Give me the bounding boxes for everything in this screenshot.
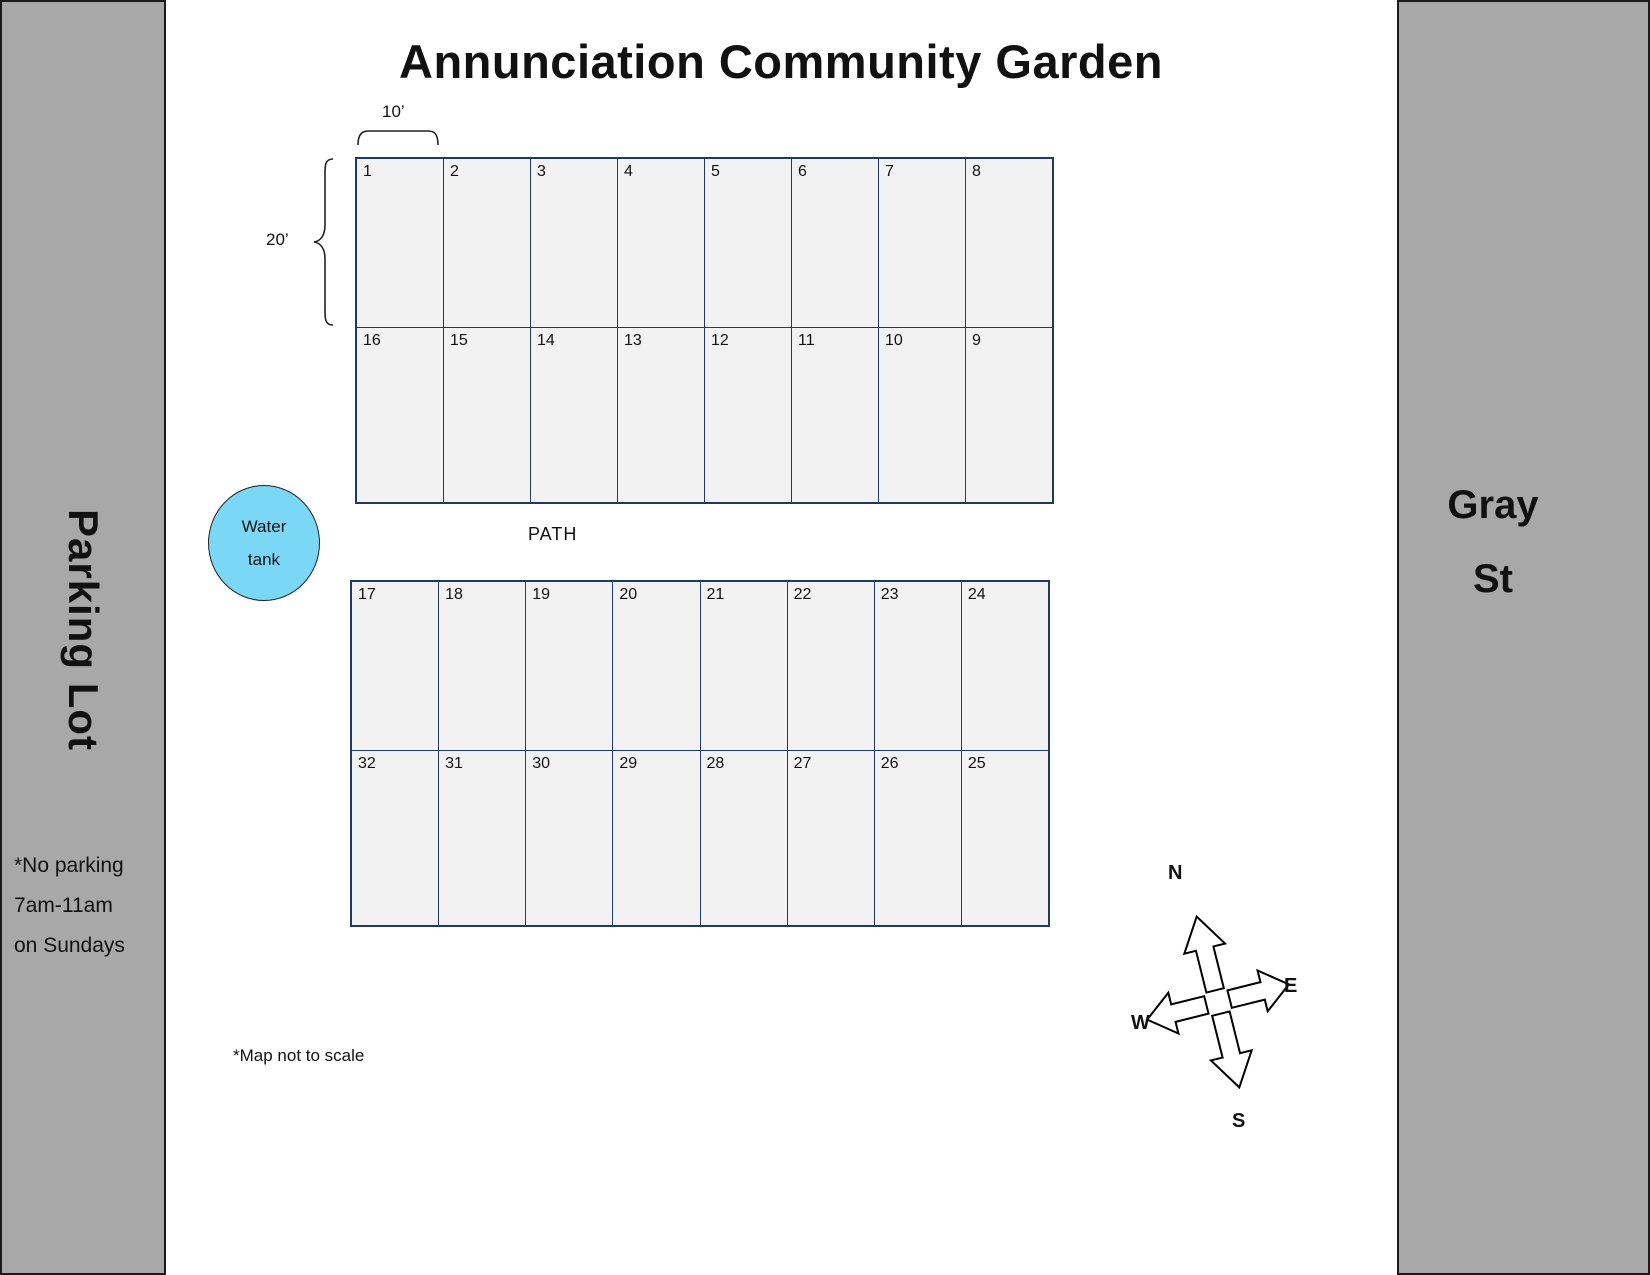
garden-plot: 16 (357, 328, 443, 502)
garden-plot: 28 (699, 751, 787, 925)
garden-plot: 12 (704, 328, 791, 502)
garden-plot: 31 (438, 751, 526, 925)
water-tank-label-line1: Water (241, 517, 287, 536)
no-parking-note-line2: 7am-11am (14, 894, 113, 917)
gray-street-label-line1: Gray (1447, 483, 1539, 527)
no-parking-note-line1: *No parking (14, 854, 124, 877)
plot-number: 10 (885, 332, 903, 349)
plot-number: 21 (706, 586, 725, 603)
garden-plot: 11 (791, 328, 878, 502)
garden-plot: 2 (443, 159, 530, 327)
garden-plot: 4 (617, 159, 704, 327)
garden-plot: 18 (438, 582, 526, 750)
plot-row-1-8: 1 2 3 4 5 6 7 8 (357, 159, 1052, 328)
plot-number: 24 (967, 586, 986, 603)
garden-plot: 19 (525, 582, 613, 750)
south-plot-block: 17 18 19 20 21 22 23 24 32 31 30 (350, 580, 1050, 927)
compass-rose-icon (1145, 914, 1291, 1090)
compass-north-label: N (1168, 862, 1183, 884)
garden-plot: 5 (704, 159, 791, 327)
plot-number: 2 (450, 163, 459, 180)
water-tank: Water tank (208, 485, 320, 601)
parking-lot-label: Parking Lot (0, 470, 166, 790)
plot-width-dimension-label: 10’ (382, 102, 405, 121)
plot-number: 31 (445, 755, 463, 772)
compass-south-label: S (1232, 1110, 1246, 1132)
plot-number: 28 (706, 755, 725, 772)
garden-plot: 27 (786, 751, 874, 925)
gray-street-label-line2: St (1473, 557, 1513, 601)
depth-brace (313, 158, 334, 326)
compass-west-label: W (1131, 1012, 1150, 1034)
plot-number: 18 (445, 586, 463, 603)
garden-plot: 10 (878, 328, 965, 502)
plot-depth-dimension-label: 20’ (266, 230, 289, 249)
garden-plot: 30 (525, 751, 613, 925)
plot-number: 3 (537, 163, 546, 180)
garden-plot: 3 (530, 159, 617, 327)
plot-number: 30 (532, 755, 551, 772)
plot-number: 26 (880, 755, 899, 772)
plot-row-16-9: 16 15 14 13 12 11 10 9 (357, 328, 1052, 502)
plot-number: 17 (358, 586, 376, 603)
garden-plot: 22 (786, 582, 874, 750)
garden-plot: 23 (873, 582, 961, 750)
plot-number: 29 (619, 755, 638, 772)
plot-number: 16 (363, 332, 381, 349)
garden-plot: 1 (357, 159, 443, 327)
plot-number: 5 (711, 163, 720, 180)
plot-number: 9 (972, 332, 981, 349)
plot-number: 7 (885, 163, 894, 180)
plot-number: 14 (537, 332, 555, 349)
gray-street-strip (1397, 0, 1650, 1275)
garden-plot: 29 (612, 751, 700, 925)
water-tank-label-line2: tank (247, 550, 281, 569)
plot-row-17-24: 17 18 19 20 21 22 23 24 (352, 582, 1048, 751)
garden-plot: 8 (965, 159, 1052, 327)
plot-number: 27 (793, 755, 812, 772)
garden-plot: 6 (791, 159, 878, 327)
garden-plot: 26 (873, 751, 961, 925)
north-plot-block: 1 2 3 4 5 6 7 8 16 15 14 (355, 157, 1054, 504)
garden-plot: 17 (352, 582, 439, 750)
garden-plot: 14 (530, 328, 617, 502)
garden-plot: 15 (443, 328, 530, 502)
plot-number: 1 (363, 163, 372, 180)
gray-street-label: Gray St (1398, 468, 1588, 616)
page-title: Annunciation Community Garden (399, 35, 1163, 88)
plot-number: 12 (711, 332, 729, 349)
garden-plot: 20 (612, 582, 700, 750)
garden-plot: 9 (965, 328, 1052, 502)
parking-lot-label-text: Parking Lot (60, 508, 107, 752)
plot-number: 13 (624, 332, 642, 349)
garden-plot: 25 (960, 751, 1048, 925)
compass-east-label: E (1284, 975, 1298, 997)
width-bracket (357, 130, 439, 146)
garden-plot: 24 (960, 582, 1048, 750)
plot-number: 15 (450, 332, 468, 349)
plot-number: 25 (967, 755, 986, 772)
plot-number: 6 (798, 163, 807, 180)
plot-number: 11 (798, 332, 815, 349)
plot-number: 19 (532, 586, 551, 603)
plot-number: 23 (880, 586, 899, 603)
garden-plot: 32 (352, 751, 439, 925)
path-label: PATH (528, 524, 578, 544)
no-parking-note: *No parking 7am-11am on Sundays (14, 846, 164, 966)
plot-number: 32 (358, 755, 376, 772)
plot-number: 20 (619, 586, 638, 603)
plot-row-32-25: 32 31 30 29 28 27 26 25 (352, 751, 1048, 925)
plot-number: 22 (793, 586, 812, 603)
garden-plot: 7 (878, 159, 965, 327)
map-scale-footnote: *Map not to scale (233, 1046, 365, 1065)
garden-plot: 21 (699, 582, 787, 750)
garden-plot: 13 (617, 328, 704, 502)
no-parking-note-line3: on Sundays (14, 934, 125, 957)
plot-number: 4 (624, 163, 633, 180)
parking-lot-strip (0, 0, 166, 1275)
plot-number: 8 (972, 163, 981, 180)
